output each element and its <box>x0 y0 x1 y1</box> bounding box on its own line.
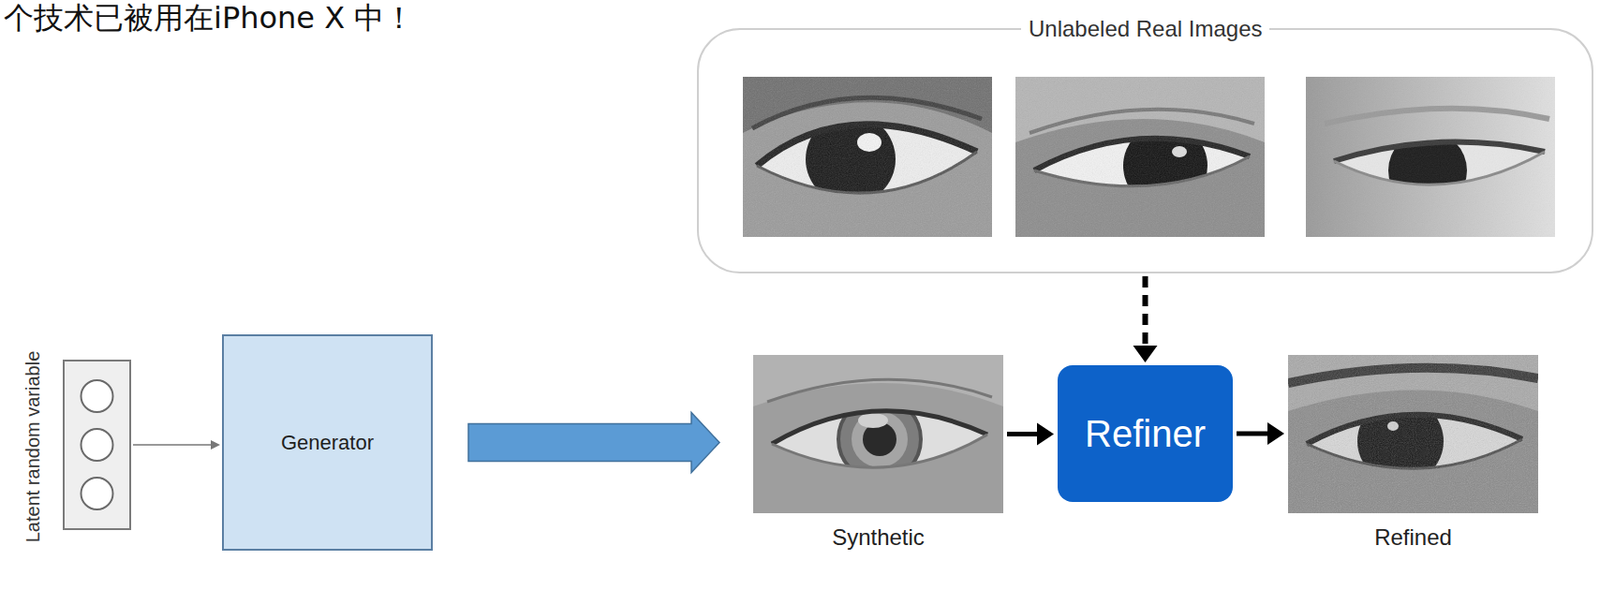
connector-arrow <box>1007 423 1054 446</box>
real-images-panel: Unlabeled Real Images <box>696 28 1594 274</box>
connector-arrow <box>1236 422 1285 445</box>
arrowhead <box>210 440 221 450</box>
image-caption: Synthetic <box>753 524 1004 552</box>
connector-line <box>1236 431 1269 437</box>
latent-variable-box: Latent random variable <box>62 359 132 531</box>
refiner-box: Refiner <box>1057 365 1233 503</box>
connector-line <box>1007 431 1038 437</box>
refined-eye-image <box>1288 355 1539 514</box>
synthetic-image: Synthetic <box>753 355 1004 552</box>
illustration-part <box>1305 76 1556 238</box>
illustration-part <box>1305 76 1556 238</box>
illustration-part <box>767 379 993 402</box>
illustration-part <box>1305 76 1556 238</box>
panel-title: Unlabeled Real Images <box>1021 15 1270 44</box>
illustration-part <box>742 76 993 238</box>
connector-line <box>1142 276 1149 347</box>
panel-fill <box>753 355 1004 514</box>
refiner-panel: Synthetic Refiner Refined <box>696 319 1594 568</box>
illustration-part <box>1015 76 1265 238</box>
illustration-part <box>1015 76 1265 238</box>
arrowhead <box>1133 345 1158 363</box>
illustration-part <box>742 76 993 238</box>
connector-arrow <box>1133 276 1158 363</box>
arrowhead <box>1267 422 1285 445</box>
illustration-part <box>753 355 1004 407</box>
block-arrow-shape <box>468 413 720 474</box>
refined-image: Refined <box>1288 355 1539 552</box>
connector-line <box>133 444 212 446</box>
real-eye-images <box>698 29 1592 272</box>
latent-circles <box>64 361 130 529</box>
generator-box: Generator <box>222 334 433 551</box>
illustration-part <box>81 429 114 461</box>
illustration-part <box>771 434 988 468</box>
illustration-part <box>851 411 908 468</box>
illustration-part <box>742 76 993 238</box>
illustration-part <box>81 477 114 510</box>
axis-label: Latent random variable <box>22 351 44 544</box>
arrowhead <box>1037 423 1054 446</box>
image-caption: Refined <box>1288 524 1539 552</box>
synthetic-eye-image <box>753 355 1004 514</box>
illustration-part <box>1288 355 1539 514</box>
box-label: Refiner <box>1084 413 1206 456</box>
illustration-part <box>771 411 988 445</box>
illustration-part <box>753 355 1004 514</box>
slide-text: 个技术已被用在iPhone X 中！ <box>3 1 415 35</box>
illustration-part <box>858 413 889 429</box>
illustration-part <box>81 380 114 413</box>
illustration-part <box>1015 76 1265 238</box>
block-arrow <box>468 413 720 474</box>
connector-arrow <box>133 440 221 450</box>
box-label: Generator <box>281 430 374 456</box>
illustration-part <box>771 411 988 468</box>
illustration-part <box>1288 355 1539 514</box>
